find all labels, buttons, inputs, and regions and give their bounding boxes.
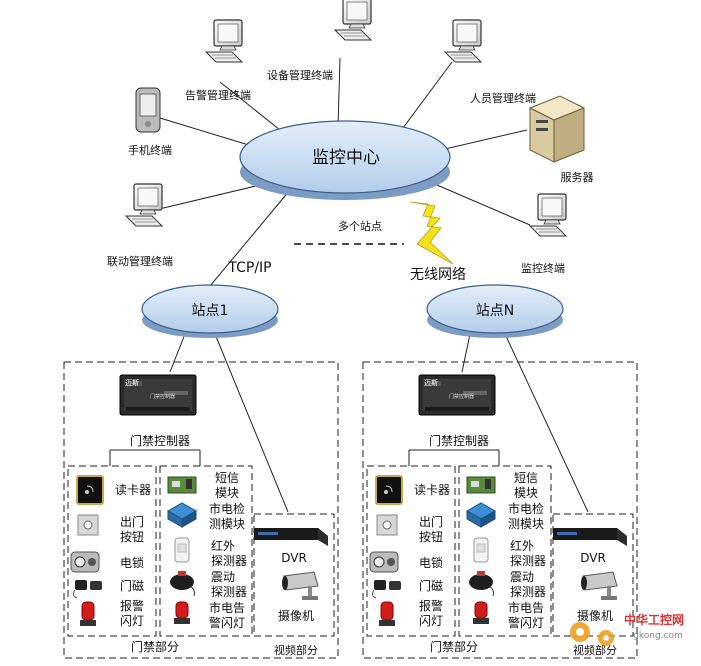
siteN-controller-brand: 迈斯 bbox=[424, 378, 438, 387]
siteN-video-part-label: 视频部分 bbox=[573, 643, 617, 657]
alarm-terminal-icon bbox=[205, 19, 243, 63]
center-label: 监控中心 bbox=[312, 148, 380, 168]
siteN-outer-frame bbox=[362, 361, 638, 659]
mobile-phone-icon bbox=[135, 87, 161, 133]
site1-node bbox=[141, 284, 279, 338]
mobile-terminal-label: 手机终端 bbox=[128, 143, 172, 157]
monitor-terminal-label: 监控终端 bbox=[521, 261, 565, 275]
site1-right-item-1: 市电检测模块 bbox=[209, 501, 245, 531]
site1-electric-lock-icon bbox=[70, 551, 100, 573]
multi-site-label: 多个站点 bbox=[338, 219, 382, 233]
siteN-right-item-0: 短信模块 bbox=[514, 471, 538, 500]
siteN-group: 迈斯 门禁控制器 门禁控制器 读卡器 出门按钮 电锁 门磁 报警闪灯 短信模块 … bbox=[362, 361, 638, 659]
siteN-dvr-icon bbox=[553, 528, 627, 546]
siteN-right-item-3: 震动探测器 bbox=[510, 570, 546, 599]
site1-controller-panel: 门禁控制器 bbox=[150, 393, 175, 400]
site1-dvr-label: DVR bbox=[281, 551, 307, 565]
site1-right-item-3: 震动探测器 bbox=[211, 570, 247, 599]
site1-vibration-detector-icon bbox=[169, 570, 195, 597]
alarm-terminal-label: 告警管理终端 bbox=[185, 88, 251, 102]
site1-access-part-label: 门禁部分 bbox=[131, 639, 179, 654]
site1-controller-brand: 迈斯 bbox=[125, 378, 139, 387]
personnel-terminal-icon bbox=[444, 19, 482, 63]
server-icon bbox=[528, 95, 586, 163]
site1-sms-module-icon bbox=[167, 476, 197, 494]
site1-right-item-0: 短信模块 bbox=[215, 471, 239, 500]
site1-controller-label: 门禁控制器 bbox=[130, 433, 190, 448]
siteN-camera-icon bbox=[580, 571, 618, 601]
watermark-url: gkong.com bbox=[633, 631, 683, 641]
siteN-dvr-label: DVR bbox=[580, 551, 606, 565]
site1-camera-label: 摄像机 bbox=[278, 608, 314, 623]
device-terminal-icon bbox=[334, 0, 372, 41]
siteN-left-item-0: 读卡器 bbox=[414, 483, 450, 497]
siteN-exit-button-icon bbox=[376, 514, 398, 536]
site1-exit-button-icon bbox=[77, 514, 99, 536]
site1-mains-detect-icon bbox=[167, 502, 197, 528]
linkage-terminal-label: 联动管理终端 bbox=[107, 254, 173, 268]
site1-left-item-3: 门磁 bbox=[120, 578, 144, 593]
site1-card-reader-icon bbox=[76, 475, 104, 505]
site1-camera-icon bbox=[281, 571, 319, 601]
siteN-left-item-1: 出门按钮 bbox=[419, 514, 443, 544]
site1-mains-alarm-flash-icon bbox=[173, 601, 191, 625]
siteN-mains-detect-icon bbox=[466, 502, 496, 528]
siteN-mains-alarm-flash-icon bbox=[472, 601, 490, 625]
siteN-camera-label: 摄像机 bbox=[577, 608, 613, 623]
site1-video-frame bbox=[253, 513, 335, 637]
site1-access-right-frame bbox=[159, 465, 253, 637]
site1-video-part-label: 视频部分 bbox=[274, 643, 318, 657]
site1-left-item-1: 出门按钮 bbox=[120, 514, 144, 544]
site1-outer-frame bbox=[63, 361, 339, 659]
site1-right-item-2: 红外探测器 bbox=[211, 538, 247, 568]
tcpip-label: TCP/IP bbox=[227, 260, 271, 276]
siteN-right-item-1: 市电检测模块 bbox=[508, 501, 544, 531]
siteN-access-right-frame bbox=[458, 465, 552, 637]
wireless-label: 无线网络 bbox=[410, 267, 466, 283]
siteN-card-reader-icon bbox=[375, 475, 403, 505]
site1-group: 迈斯 门禁控制器 门禁控制器 读卡器 出门按钮 电锁 门磁 报警闪灯 短信模块 … bbox=[63, 361, 339, 659]
site1-alarm-flash-icon bbox=[79, 601, 97, 627]
site1-access-left-frame bbox=[67, 465, 157, 637]
site1-left-item-2: 电锁 bbox=[120, 555, 144, 570]
monitor-terminal-icon bbox=[529, 193, 567, 237]
site1-door-magnet-icon bbox=[72, 579, 103, 599]
site1-dvr-icon bbox=[254, 528, 328, 546]
site1-left-item-0: 读卡器 bbox=[115, 483, 151, 497]
siteN-door-magnet-icon bbox=[371, 579, 402, 599]
siteN-node bbox=[426, 284, 564, 338]
siteN-controller-label: 门禁控制器 bbox=[429, 433, 489, 448]
device-terminal-label: 设备管理终端 bbox=[267, 68, 333, 82]
siteN-left-item-2: 电锁 bbox=[419, 555, 443, 570]
siteN-electric-lock-icon bbox=[369, 551, 399, 573]
siteN-vibration-detector-icon bbox=[468, 570, 494, 597]
personnel-terminal-label: 人员管理终端 bbox=[470, 91, 536, 105]
site1-ir-detector-icon bbox=[174, 537, 190, 563]
siteN-video-frame bbox=[552, 513, 634, 637]
siteN-controller-panel: 门禁控制器 bbox=[449, 393, 474, 400]
site1-left-item-4: 报警闪灯 bbox=[120, 598, 144, 628]
monitoring-center bbox=[239, 120, 451, 200]
wireless-bolt-icon bbox=[409, 201, 454, 265]
linkage-terminal-icon bbox=[125, 183, 163, 227]
siteN-sms-module-icon bbox=[466, 476, 496, 494]
siteN-access-left-frame bbox=[366, 465, 456, 637]
watermark-text: 中华工控网 bbox=[624, 612, 684, 627]
watermark-logo bbox=[570, 622, 614, 646]
siteN-access-part-label: 门禁部分 bbox=[430, 639, 478, 654]
siteN-ir-detector-icon bbox=[473, 537, 489, 563]
siteN-label: 站点N bbox=[476, 303, 514, 319]
server-label: 服务器 bbox=[561, 171, 594, 184]
site1-label: 站点1 bbox=[192, 303, 229, 319]
siteN-alarm-flash-icon bbox=[378, 601, 396, 627]
siteN-right-item-4: 市电告警闪灯 bbox=[508, 600, 544, 630]
siteN-left-item-4: 报警闪灯 bbox=[419, 598, 443, 628]
connection-lines bbox=[154, 57, 589, 513]
siteN-right-item-2: 红外探测器 bbox=[510, 538, 546, 568]
siteN-left-item-3: 门磁 bbox=[419, 578, 443, 593]
site1-right-item-4: 市电告警闪灯 bbox=[209, 600, 245, 630]
